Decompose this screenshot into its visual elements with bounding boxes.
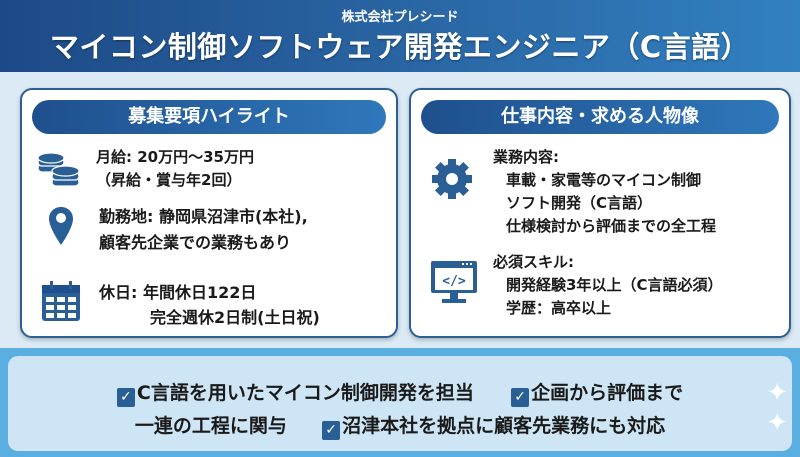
calendar-icon bbox=[42, 281, 80, 321]
summary-point: 沼津本社を拠点に顧客先業務にも対応 bbox=[342, 415, 666, 437]
highlights-heading: 募集要項ハイライト bbox=[32, 100, 386, 134]
sparkle-icon: ✦ bbox=[766, 378, 788, 408]
duties-line: 仕様検討から評価までの全工程 bbox=[506, 217, 717, 235]
salary-note: （昇給・賞与年2回） bbox=[96, 171, 242, 189]
location-line: 勤務地: 静岡県沼津市(本社), bbox=[99, 207, 308, 226]
holiday-line: 休日: 年間休日122日 bbox=[99, 283, 257, 302]
salary-line: 月給: 20万円〜35万円 bbox=[96, 148, 254, 166]
checkbox-icon: ✓ bbox=[511, 388, 530, 407]
skills-line: 開発経験3年以上（C言語必須） bbox=[506, 276, 723, 294]
svg-text:</>: </> bbox=[442, 274, 466, 289]
salary-text: 月給: 20万円〜35万円 （昇給・賞与年2回） bbox=[96, 146, 254, 192]
coins-icon bbox=[37, 152, 80, 187]
summary-point: 企画から評価まで bbox=[531, 382, 684, 404]
checkbox-icon: ✓ bbox=[322, 421, 341, 440]
duties-text: 業務内容: 車載・家電等のマイコン制御 ソフト開発（C言語） 仕様検討から評価ま… bbox=[493, 146, 716, 238]
summary-panel: ✓C言語を用いたマイコン制御開発を担当 ✓企画から評価まで 一連の工程に関与 ✓… bbox=[8, 356, 792, 451]
skills-line: 学歴：高卒以上 bbox=[506, 299, 612, 317]
summary-point: C言語を用いたマイコン制御開発を担当 bbox=[136, 382, 474, 404]
holiday-note: 完全週休2日制(土日祝) bbox=[150, 308, 320, 327]
summary-line-2: 一連の工程に関与 ✓沼津本社を拠点に顧客先業務にも対応 bbox=[8, 411, 792, 440]
header-banner: 株式会社プレシード マイコン制御ソフトウェア開発エンジニア（C言語） bbox=[0, 0, 800, 72]
location-text: 勤務地: 静岡県沼津市(本社), 顧客先企業での業務もあり bbox=[99, 204, 308, 256]
job-description-card: 仕事内容・求める人物像 業務内容: 車載・家電等のマイコン制御 ソフト開発（C言… bbox=[409, 88, 791, 338]
skills-label: 必須スキル: bbox=[493, 253, 574, 271]
location-pin-icon bbox=[49, 207, 73, 245]
holiday-text: 休日: 年間休日122日 完全週休2日制(土日祝) bbox=[99, 280, 320, 330]
highlights-card: 募集要項ハイライト 月給: 20万円〜35万円 （昇給・賞与年2回） 勤務地: … bbox=[20, 88, 398, 338]
page-title: マイコン制御ソフトウェア開発エンジニア（C言語） bbox=[49, 30, 751, 64]
company-name: 株式会社プレシード bbox=[341, 10, 459, 25]
duties-line: 車載・家電等のマイコン制御 bbox=[506, 171, 702, 189]
duties-line: ソフト開発（C言語） bbox=[506, 194, 653, 212]
location-note: 顧客先企業での業務もあり bbox=[99, 233, 292, 252]
job-description-heading: 仕事内容・求める人物像 bbox=[421, 100, 779, 134]
checkbox-icon: ✓ bbox=[116, 388, 135, 407]
skills-text: 必須スキル: 開発経験3年以上（C言語必須） 学歴：高卒以上 bbox=[493, 251, 722, 320]
summary-band: ✓C言語を用いたマイコン制御開発を担当 ✓企画から評価まで 一連の工程に関与 ✓… bbox=[0, 348, 800, 457]
summary-line-1: ✓C言語を用いたマイコン制御開発を担当 ✓企画から評価まで bbox=[8, 378, 792, 407]
sparkle-icon: ✦ bbox=[766, 408, 788, 438]
summary-point: 一連の工程に関与 bbox=[134, 415, 287, 437]
code-monitor-icon: </> bbox=[431, 261, 477, 303]
duties-label: 業務内容: bbox=[493, 148, 559, 166]
gear-icon bbox=[432, 159, 472, 199]
